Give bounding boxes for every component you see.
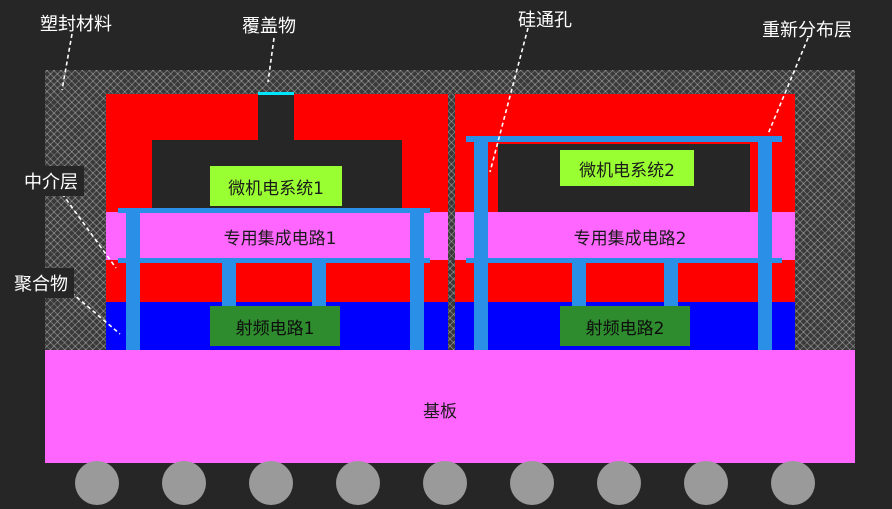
substrate-label: 基板 [423, 401, 457, 422]
solder-ball [423, 461, 467, 505]
via-left-redistribution-top [118, 208, 430, 213]
mems1-label: 微机电系统1 [210, 166, 342, 206]
asic2-die [455, 212, 795, 260]
via-left-outer-1 [126, 208, 140, 350]
mems2-label: 微机电系统2 [560, 150, 694, 186]
via-left-redistribution-mid [118, 258, 430, 263]
interposer-right [455, 260, 795, 302]
solder-ball [771, 461, 815, 505]
substrate [45, 350, 855, 463]
solder-ball [510, 461, 554, 505]
solder-ball [336, 461, 380, 505]
via-right-inner-1 [572, 258, 586, 306]
cover-label: 覆盖物 [242, 16, 296, 37]
via-left-inner-1 [222, 258, 236, 306]
asic1-die [106, 212, 448, 260]
interposer-left [106, 260, 448, 302]
cover-film [258, 92, 294, 95]
rf1-label: 射频电路1 [210, 306, 340, 346]
solder-ball [597, 461, 641, 505]
solder-ball [75, 461, 119, 505]
interposer-label: 中介层 [18, 166, 84, 196]
mold-material-label: 塑封材料 [40, 14, 112, 35]
solder-ball [684, 461, 728, 505]
via-right-redistribution-mid [466, 258, 782, 263]
solder-ball [162, 461, 206, 505]
redistribution-layer-label: 重新分布层 [762, 20, 852, 41]
polymer-label: 聚合物 [8, 268, 74, 298]
via-right-inner-2 [664, 258, 678, 306]
asic1-label: 专用集成电路1 [223, 228, 337, 249]
solder-ball [249, 461, 293, 505]
rf2-label: 射频电路2 [560, 306, 690, 346]
asic2-label: 专用集成电路2 [573, 228, 687, 249]
via-right-redistribution-top [466, 136, 782, 142]
mold-divider [448, 94, 455, 260]
via-right-outer-2 [758, 136, 772, 350]
via-left-inner-2 [312, 258, 326, 306]
tsv-label: 硅通孔 [518, 10, 572, 31]
via-left-outer-2 [410, 208, 424, 350]
cover-opening [258, 94, 294, 142]
via-right-outer-1 [474, 136, 488, 350]
